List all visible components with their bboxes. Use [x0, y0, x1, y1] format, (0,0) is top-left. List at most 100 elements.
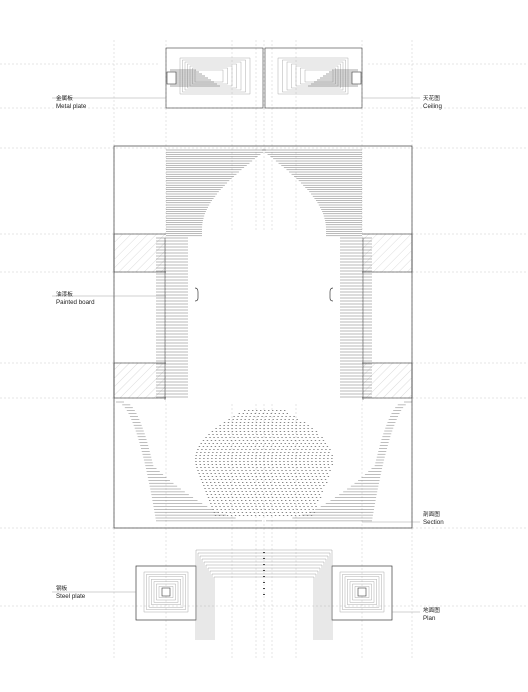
funnel-dot [305, 491, 307, 492]
funnel-dot [313, 500, 315, 501]
funnel-dot [225, 512, 228, 513]
funnel-dot [207, 461, 209, 462]
funnel-dot [250, 473, 252, 474]
funnel-dot [217, 437, 219, 438]
funnel-dot [305, 512, 308, 513]
funnel-dot [246, 503, 248, 504]
funnel-dot [298, 515, 301, 516]
label-ceiling: 天花图 Ceiling [423, 95, 442, 111]
funnel-dot [312, 488, 314, 489]
funnel-dot [239, 461, 241, 462]
funnel-dot [275, 506, 277, 507]
funnel-dot [219, 428, 221, 429]
funnel-dot [276, 434, 278, 435]
funnel-dot [314, 446, 317, 447]
funnel-dot [218, 446, 221, 447]
funnel-dot [235, 497, 238, 498]
funnel-dot [270, 413, 272, 414]
funnel-dot [211, 458, 213, 459]
funnel-dot [260, 419, 262, 420]
funnel-dot [310, 446, 313, 447]
funnel-dot [315, 497, 318, 498]
funnel-dot [255, 497, 258, 498]
funnel-dot [322, 473, 324, 474]
funnel-dot [313, 512, 316, 513]
funnel-dot [255, 431, 258, 432]
funnel-dot [309, 470, 311, 471]
funnel-dot [206, 482, 208, 483]
pad-rim [148, 576, 184, 608]
funnel-dot [316, 452, 318, 453]
funnel-dot [227, 455, 229, 456]
funnel-dot [267, 485, 269, 486]
funnel-dot [287, 497, 290, 498]
funnel-dot [293, 416, 295, 417]
funnel-dot [273, 416, 275, 417]
funnel-dot [294, 515, 297, 516]
funnel-dot [216, 443, 218, 444]
funnel-dot [311, 497, 314, 498]
funnel-dot [284, 419, 286, 420]
funnel-dot [288, 434, 290, 435]
funnel-dot [209, 500, 211, 501]
funnel-dot [215, 485, 217, 486]
funnel-dot [199, 458, 201, 459]
funnel-dot [292, 443, 294, 444]
funnel-dot [218, 440, 221, 441]
funnel-dot [227, 485, 229, 486]
funnel-dot [204, 467, 206, 468]
funnel-dot [307, 431, 310, 432]
funnel-dot [221, 512, 224, 513]
plan-contour [195, 549, 333, 640]
funnel-dot [283, 422, 286, 423]
funnel-dot [240, 479, 243, 480]
funnel-dot [268, 443, 270, 444]
funnel-dot [294, 494, 297, 495]
funnel-dot [279, 476, 282, 477]
funnel-dot [279, 425, 281, 426]
funnel-dot [198, 446, 201, 447]
funnel-dot [286, 503, 288, 504]
funnel-dot [222, 515, 225, 516]
funnel-dot [250, 494, 253, 495]
label-ceiling-en: Ceiling [423, 103, 442, 110]
funnel-dot [310, 473, 312, 474]
funnel-dot [250, 440, 253, 441]
label-steel-plate: 钢板 Steel plate [56, 585, 85, 601]
funnel-dot [201, 449, 203, 450]
funnel-dot [267, 428, 269, 429]
funnel-dot [315, 461, 317, 462]
funnel-dot [238, 473, 240, 474]
funnel-dot [298, 494, 301, 495]
funnel-dot [308, 467, 310, 468]
funnel-dot [203, 464, 206, 465]
funnel-dot [252, 509, 254, 510]
funnel-dot [215, 458, 217, 459]
funnel-dot [289, 500, 291, 501]
funnel-dot [289, 449, 291, 450]
funnel-dot [211, 455, 213, 456]
funnel-dot [256, 410, 258, 411]
funnel-dot [231, 431, 234, 432]
funnel-dot [257, 500, 259, 501]
section-view [52, 145, 420, 529]
funnel-dot [247, 476, 250, 477]
funnel-dot [261, 470, 263, 471]
funnel-dot [236, 479, 239, 480]
funnel-dot [198, 473, 200, 474]
funnel-dot [243, 464, 246, 465]
funnel-dot [195, 464, 198, 465]
funnel-dot [263, 497, 266, 498]
funnel-dot [323, 485, 325, 486]
funnel-dot [319, 461, 321, 462]
label-painted-board: 油漆板 Painted board [56, 291, 95, 307]
funnel-dot [291, 497, 294, 498]
funnel-dot [216, 488, 218, 489]
funnel-dot [233, 500, 235, 501]
funnel-dot [219, 476, 222, 477]
funnel-dot [258, 503, 260, 504]
funnel-dot [214, 515, 217, 516]
funnel-dot [240, 419, 242, 420]
funnel-dot [239, 458, 241, 459]
funnel-dot [318, 482, 320, 483]
